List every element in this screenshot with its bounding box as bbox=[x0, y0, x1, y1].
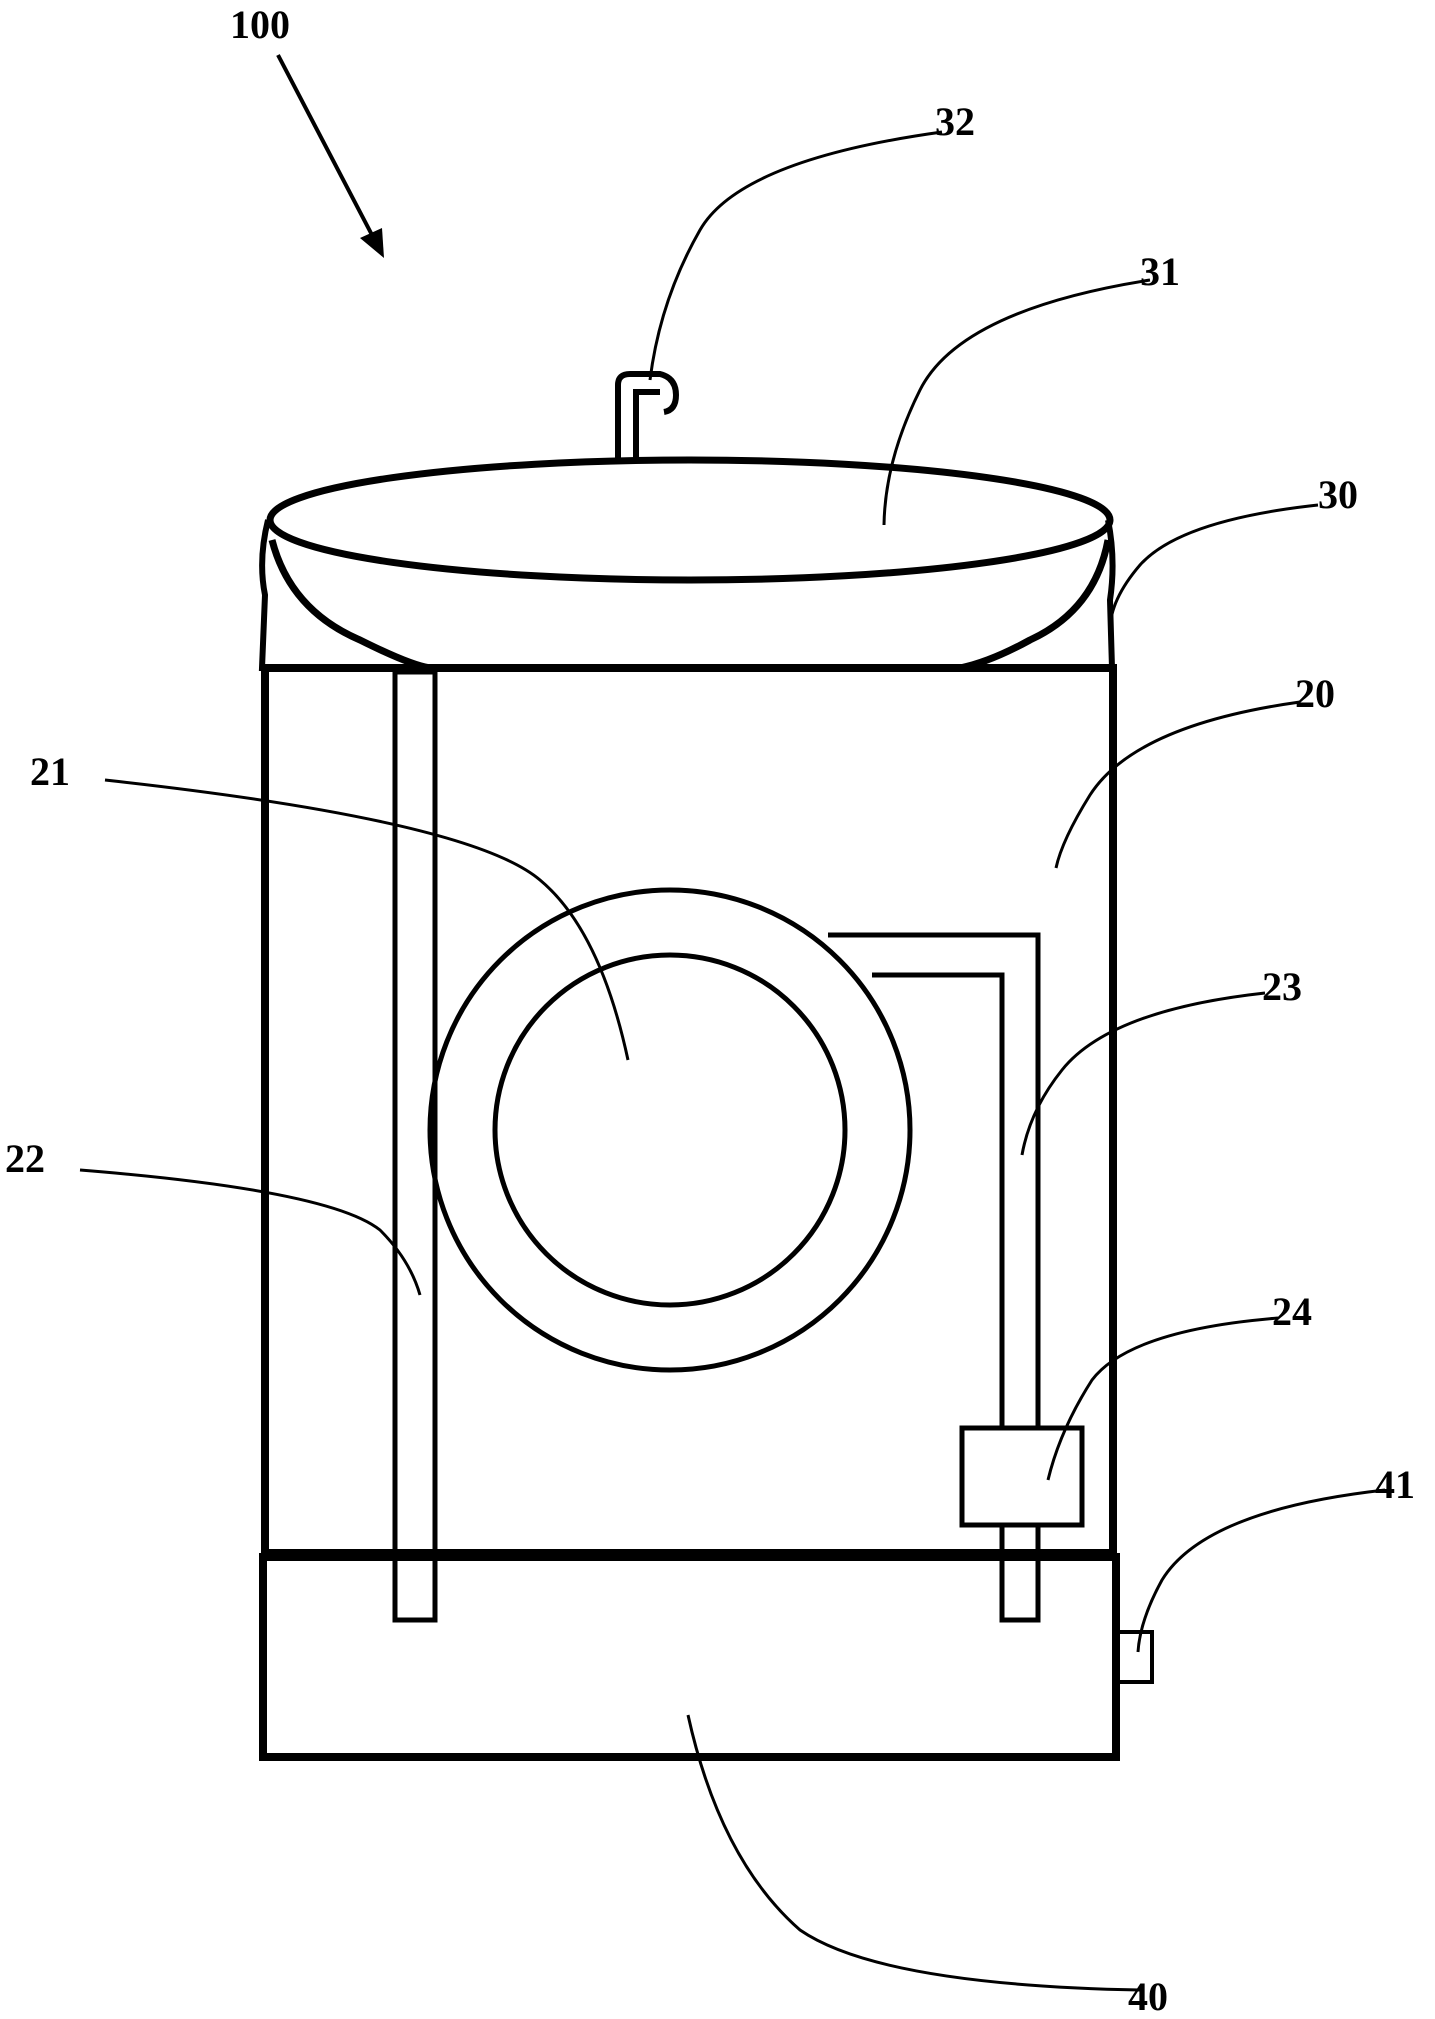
right-pipe bbox=[828, 932, 1041, 1428]
leader-41 bbox=[1136, 1488, 1386, 1653]
label-40: 40 bbox=[1128, 1974, 1168, 2019]
leader-21 bbox=[104, 778, 630, 1061]
faucet bbox=[615, 371, 680, 462]
label-31: 31 bbox=[1140, 249, 1180, 294]
cabinet bbox=[261, 664, 1117, 1557]
right-pipe-lower bbox=[999, 1522, 1041, 1623]
label-24: 24 bbox=[1272, 1289, 1312, 1334]
label-32: 32 bbox=[935, 99, 975, 144]
leader-31 bbox=[882, 278, 1151, 526]
drum-door-outer bbox=[427, 887, 913, 1373]
label-20: 20 bbox=[1295, 671, 1335, 716]
label-23: 23 bbox=[1262, 964, 1302, 1009]
basin-bowl-underside-right bbox=[959, 539, 1112, 672]
leader-24 bbox=[1046, 1316, 1279, 1481]
leader-30 bbox=[1108, 503, 1319, 631]
label-41: 41 bbox=[1375, 1462, 1415, 1507]
drum-door-inner bbox=[492, 952, 848, 1308]
leader-23 bbox=[1020, 991, 1266, 1156]
leader-32 bbox=[648, 130, 943, 381]
label-22: 22 bbox=[5, 1136, 45, 1181]
leader-40 bbox=[686, 1714, 1141, 1992]
basin bbox=[266, 456, 1114, 584]
label-21: 21 bbox=[30, 749, 70, 794]
valve-box bbox=[959, 1425, 1085, 1528]
leader-20 bbox=[1054, 700, 1301, 869]
leader-22 bbox=[79, 1168, 422, 1296]
basin-bowl-underside bbox=[268, 539, 431, 672]
assembly-arrow bbox=[276, 54, 384, 258]
basin-support bbox=[258, 519, 1116, 671]
left-pipe bbox=[392, 669, 438, 1623]
switch bbox=[1116, 1630, 1154, 1684]
label-100: 100 bbox=[230, 2, 290, 47]
label-30: 30 bbox=[1318, 472, 1358, 517]
